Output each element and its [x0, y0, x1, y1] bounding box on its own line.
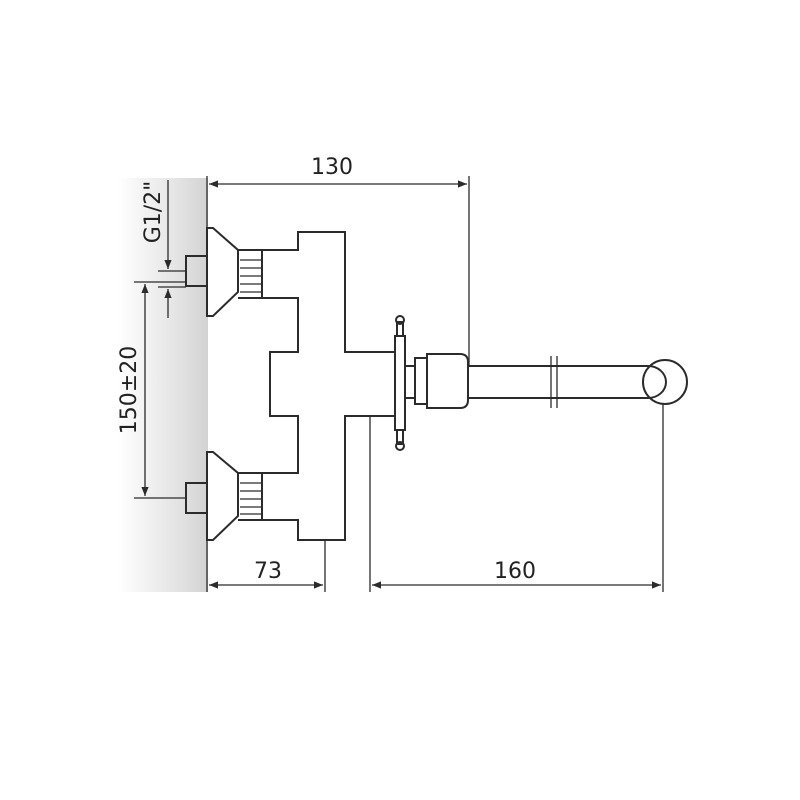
- dimension-150-label: 150±20: [117, 346, 142, 434]
- dimension-73: 73: [206, 540, 326, 592]
- valve-body: [261, 231, 396, 541]
- wall-shading: [118, 178, 208, 592]
- dimension-160-label: 160: [494, 559, 536, 584]
- dimension-73-label: 73: [254, 559, 282, 584]
- dimension-160: 160: [369, 404, 664, 592]
- dimension-thread: G1/2": [141, 180, 186, 318]
- dimension-130-label: 130: [311, 155, 353, 180]
- dimension-150: 150±20: [117, 281, 186, 499]
- dimension-130: 130: [206, 155, 470, 366]
- handle-lever: [394, 315, 428, 451]
- spout: [426, 353, 688, 409]
- dimension-thread-label: G1/2": [141, 181, 166, 244]
